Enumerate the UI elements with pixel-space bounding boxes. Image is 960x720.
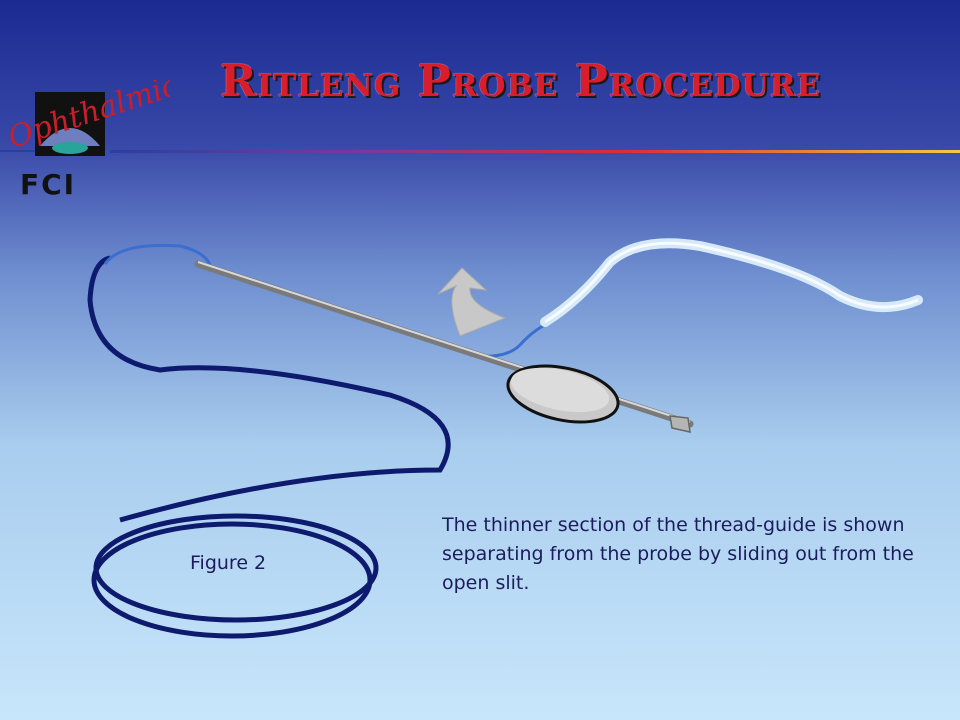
header-rule-left <box>0 150 35 152</box>
header-rule <box>110 150 960 153</box>
separation-arrow <box>437 267 507 337</box>
figure-description: The thinner section of the thread-guide … <box>442 514 914 594</box>
thread-guide-thin-tip <box>103 243 212 266</box>
thread-guide-dark <box>87 255 451 523</box>
figure-caption: Figure 2 <box>190 552 267 574</box>
slide-title: Ritleng Probe Procedure <box>220 56 822 107</box>
logo-brand: FCI <box>20 168 76 200</box>
thread-coils <box>91 513 379 639</box>
thread-guide-separated <box>540 238 923 327</box>
probe <box>194 260 694 433</box>
